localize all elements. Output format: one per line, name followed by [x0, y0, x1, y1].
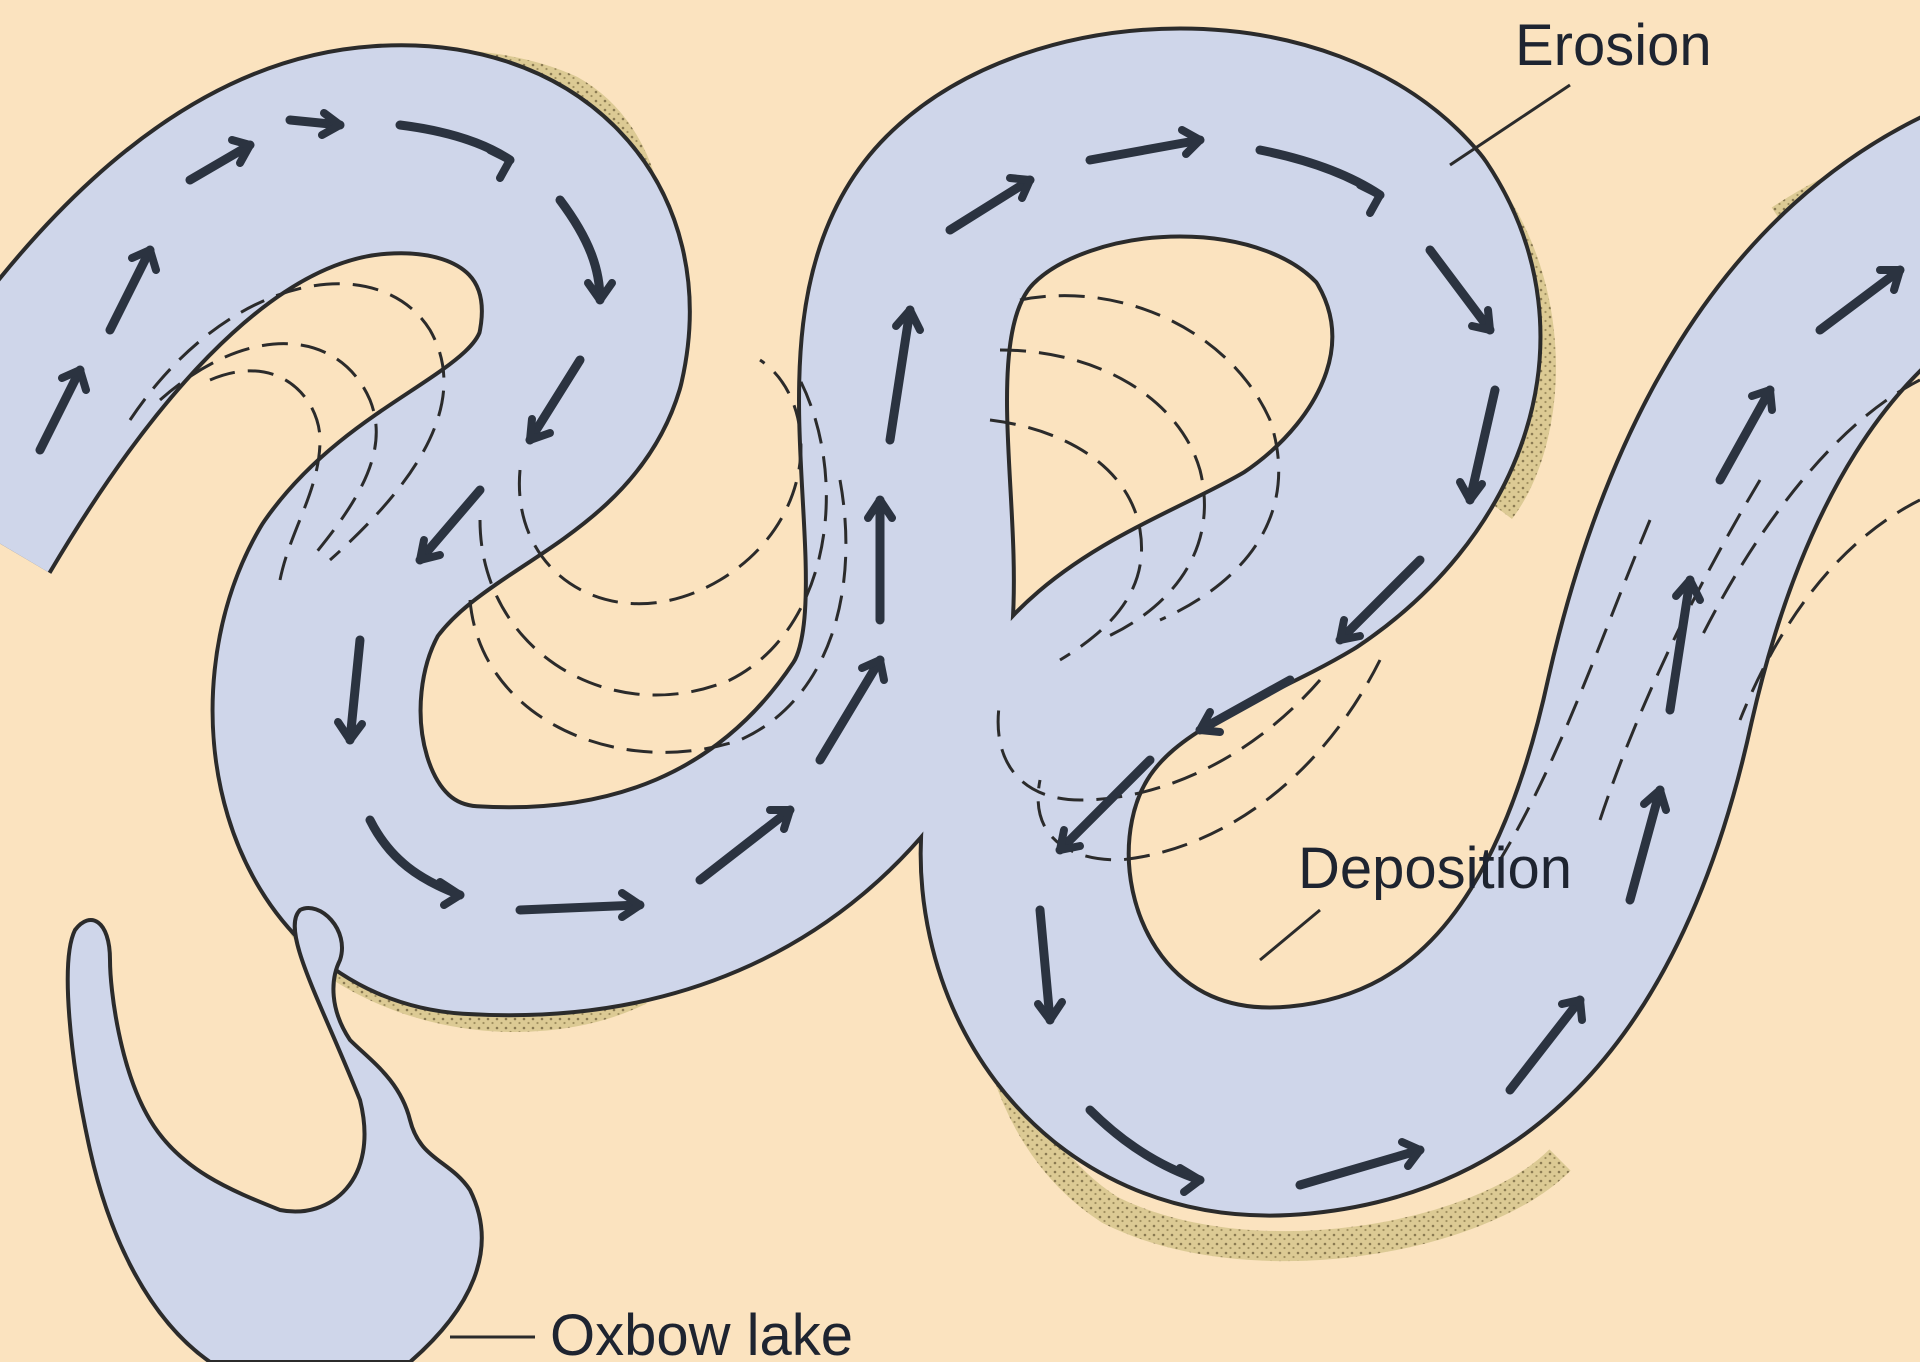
oxbow-lake-label: Oxbow lake	[550, 1303, 853, 1362]
deposition-leader	[1260, 910, 1320, 960]
river-water	[0, 133, 1920, 1112]
river-channel	[0, 133, 1920, 1112]
erosion-label: Erosion	[1515, 13, 1712, 78]
deposition-label: Deposition	[1298, 836, 1572, 901]
erosion-leader	[1450, 85, 1570, 165]
